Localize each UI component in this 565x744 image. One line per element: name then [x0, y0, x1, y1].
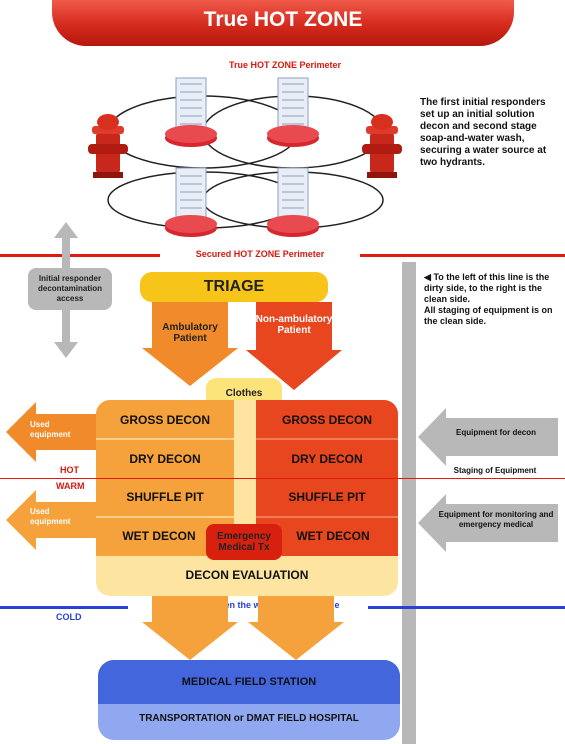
decon-shower-station-icon	[165, 167, 217, 237]
hydrant-decon-illustration	[88, 77, 402, 237]
wet-decon-right: WET DECON	[296, 529, 370, 543]
used-equipment-warm-label: Used equipment	[30, 507, 71, 526]
row-separator	[96, 438, 234, 440]
ambulatory-arrow	[142, 302, 238, 386]
clothes-label: Clothes	[225, 387, 263, 399]
used-equipment-hot-label: Used equipment	[30, 420, 71, 439]
medical-field-station-box: MEDICAL FIELD STATION	[98, 660, 400, 704]
dirty-clean-text: To the left of this line is the dirty si…	[424, 272, 550, 304]
ambulatory-label: Ambulatory Patient	[162, 322, 218, 344]
warm-zone-label: WARM	[56, 481, 85, 491]
hot-zone-label: HOT	[60, 465, 79, 475]
page-title: True HOT ZONE	[203, 8, 363, 31]
equipment-monitoring-label: Equipment for monitoring and emergency m…	[438, 510, 554, 529]
decon-evaluation-label: DECON EVALUATION	[185, 568, 309, 582]
true-hot-zone-perimeter-label: True HOT ZONE Perimeter	[228, 60, 342, 70]
gross-decon-right: GROSS DECON	[281, 413, 372, 427]
shuffle-pit-right: SHUFFLE PIT	[288, 490, 366, 504]
dry-decon-left: DRY DECON	[129, 452, 201, 466]
dirty-clean-divider	[402, 262, 416, 744]
non-ambulatory-label: Non-ambulatory Patient	[255, 314, 333, 336]
hot-warm-line	[0, 478, 565, 479]
left-arrow-icon: ◀	[424, 272, 431, 282]
title-banner	[52, 0, 514, 46]
equipment-decon-arrow	[418, 408, 558, 466]
hot-line-label: HOT Line between the warm and cold zone	[128, 600, 368, 610]
non-ambulatory-arrow	[246, 302, 342, 390]
cold-zone-label: COLD	[56, 612, 82, 622]
gross-decon-left: GROSS DECON	[119, 413, 210, 427]
triage-label: TRIAGE	[203, 278, 265, 295]
used-equipment-arrow-warm	[6, 490, 96, 550]
down-arrow-left	[142, 596, 238, 660]
decon-shower-station-icon	[165, 77, 217, 147]
down-arrow-right	[248, 596, 344, 660]
initial-access-box: Initial responder decontamination access	[28, 268, 112, 310]
fire-hydrant-left-icon	[88, 114, 128, 178]
emergency-tx-label: Emergency Medical Tx	[217, 531, 271, 553]
equipment-decon-label: Equipment for decon	[456, 428, 536, 437]
decon-shower-station-icon	[267, 77, 319, 147]
equipment-monitoring-arrow	[418, 494, 558, 552]
emergency-tx-box: Emergency Medical Tx	[206, 524, 282, 560]
row-separator	[256, 438, 398, 440]
wet-decon-left: WET DECON	[122, 529, 196, 543]
initial-access-label: Initial responder decontamination access	[37, 274, 102, 303]
fire-hydrant-right-icon	[362, 114, 402, 178]
dirty-clean-note: ◀ To the left of this line is the dirty …	[424, 272, 554, 327]
hydrant-note: The first initial responders set up an i…	[420, 97, 547, 168]
decon-shower-station-icon	[267, 167, 319, 237]
shuffle-pit-left: SHUFFLE PIT	[126, 490, 204, 504]
row-separator	[96, 516, 234, 518]
staging-note: All staging of equipment is on the clean…	[424, 305, 553, 326]
dry-decon-right: DRY DECON	[291, 452, 363, 466]
triage-box: TRIAGE	[140, 272, 328, 302]
medical-field-station-label: MEDICAL FIELD STATION	[181, 676, 317, 688]
row-separator	[256, 516, 398, 518]
staging-equipment-label: Staging of Equipment	[453, 466, 537, 475]
used-equipment-arrow-hot	[6, 402, 96, 462]
secured-perimeter-label: Secured HOT ZONE Perimeter	[160, 249, 360, 259]
transportation-label: TRANSPORTATION or DMAT FIELD HOSPITAL	[139, 713, 359, 724]
